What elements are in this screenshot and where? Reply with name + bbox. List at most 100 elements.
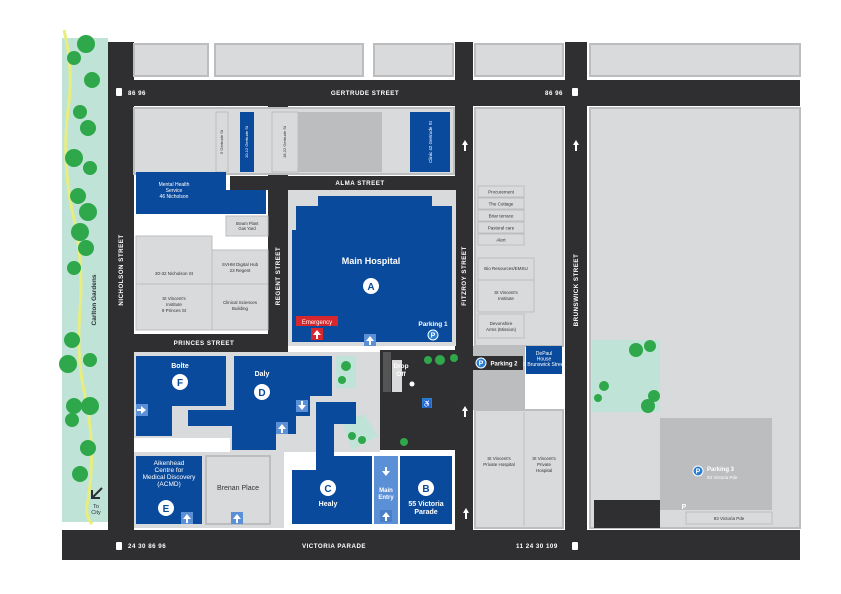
tree-icon <box>644 340 656 352</box>
tree-icon <box>348 432 356 440</box>
tree-icon <box>80 120 96 136</box>
eighteen-gertrude-building <box>271 111 299 173</box>
healy-building[interactable] <box>292 402 372 524</box>
gertrude-street-label: GERTRUDE STREET <box>331 90 399 97</box>
down-arrow-icon <box>298 401 306 410</box>
alert-building <box>477 233 525 246</box>
ten-twelve-gertrude-label: 10-12 Gertrude St <box>244 125 249 158</box>
tree-icon <box>84 72 100 88</box>
parking2-bar <box>473 356 523 370</box>
brenan-label: Brenan Place <box>217 485 259 492</box>
depaul-building[interactable] <box>526 346 562 374</box>
parking3-address: 93 Victoria Pde <box>707 475 738 480</box>
tree-icon <box>73 105 87 119</box>
building-top-2 <box>214 43 364 77</box>
main-hospital-marker[interactable] <box>363 278 379 294</box>
right-arrow-icon <box>137 406 146 414</box>
parking3-label: Parking 3 <box>707 467 735 473</box>
daly-label: Daly <box>255 371 270 378</box>
fitzroy-street-road <box>455 42 473 542</box>
tram-icon <box>116 88 122 96</box>
healy-letter: C <box>324 484 331 495</box>
tree-icon <box>81 397 99 415</box>
tree-icon <box>641 399 655 413</box>
tree-icon <box>594 394 602 402</box>
daly-building[interactable] <box>188 356 332 450</box>
tree-icon <box>83 353 97 367</box>
brunswick-street-label: BRUNSWICK STREET <box>573 254 580 327</box>
down-arrow-icon <box>382 467 390 476</box>
building-top-4 <box>474 43 564 77</box>
up-arrow-icon <box>233 514 241 523</box>
victoria-parade-label: VICTORIA PARADE <box>302 543 366 550</box>
tree-icon <box>341 361 351 371</box>
courtyard-3 <box>392 360 402 392</box>
bolte-letter: F <box>177 378 183 389</box>
svph-block <box>474 409 564 529</box>
main-hospital-building[interactable] <box>292 196 452 342</box>
one-way-arrow-icon <box>463 508 469 519</box>
alma-street-road <box>230 176 458 190</box>
steam-plant-building <box>225 215 269 237</box>
parking3-icon[interactable] <box>692 465 704 477</box>
victoria55-marker[interactable] <box>418 480 434 496</box>
tram-routes-gertrude-left: 86 96 <box>128 90 146 97</box>
park-path <box>62 29 94 525</box>
tram-icon <box>572 88 578 96</box>
aikenhead-marker[interactable] <box>158 500 174 516</box>
svi-fitzroy-building <box>477 279 535 313</box>
aikenhead-letter: E <box>163 504 170 515</box>
tree-icon <box>77 35 95 53</box>
wheelchair-icon: ♿ <box>423 399 432 408</box>
parking1-icon[interactable] <box>427 329 439 341</box>
tree-icon <box>65 413 79 427</box>
clinical-sciences-building <box>211 283 269 331</box>
accessible-parking-icon[interactable] <box>422 398 432 408</box>
gertrude-grey-mid <box>298 112 382 172</box>
regent-street-label: REGENT STREET <box>275 247 282 305</box>
trees <box>59 35 660 482</box>
svi-princes-building <box>135 283 213 331</box>
parking2-area[interactable] <box>473 346 525 410</box>
alma-street-label: ALMA STREET <box>335 180 384 187</box>
drop-off-road <box>380 350 458 450</box>
tram-icon <box>116 542 122 550</box>
tram-routes-victoria-left: 24 30 86 96 <box>128 543 166 550</box>
up-arrow-icon <box>183 514 191 523</box>
parking-p-icon: P <box>696 469 701 476</box>
bolte-label: Bolte <box>171 363 189 370</box>
emergency-sign[interactable] <box>296 316 338 326</box>
one-way-arrow-icon <box>462 406 468 417</box>
tram-icon <box>572 542 578 550</box>
one-way-arrow-icon <box>462 140 468 151</box>
tree-icon <box>79 203 97 221</box>
daly-marker[interactable] <box>254 384 270 400</box>
up-arrow-icon <box>313 330 321 339</box>
princes-street-label: PRINCES STREET <box>174 340 235 347</box>
tree-icon <box>64 332 80 348</box>
one-way-arrow-icon <box>573 140 579 151</box>
victoria93-label: 93 Victoria Pde <box>714 516 745 521</box>
ten-twelve-gertrude-building <box>240 112 254 172</box>
parking2-icon[interactable] <box>475 357 487 369</box>
up-arrow-icon <box>278 424 286 433</box>
briar-building <box>477 209 525 222</box>
bolte-building[interactable] <box>136 356 226 436</box>
healy-marker[interactable] <box>320 480 336 496</box>
tree-icon <box>599 381 609 391</box>
procurement-building <box>477 185 525 198</box>
tree-icon <box>629 343 643 357</box>
tree-icon <box>71 223 89 241</box>
parking3-area[interactable] <box>660 418 772 510</box>
bolte-marker[interactable] <box>172 374 188 390</box>
up-arrow-icon <box>382 512 390 521</box>
princes-street-road <box>134 334 274 352</box>
